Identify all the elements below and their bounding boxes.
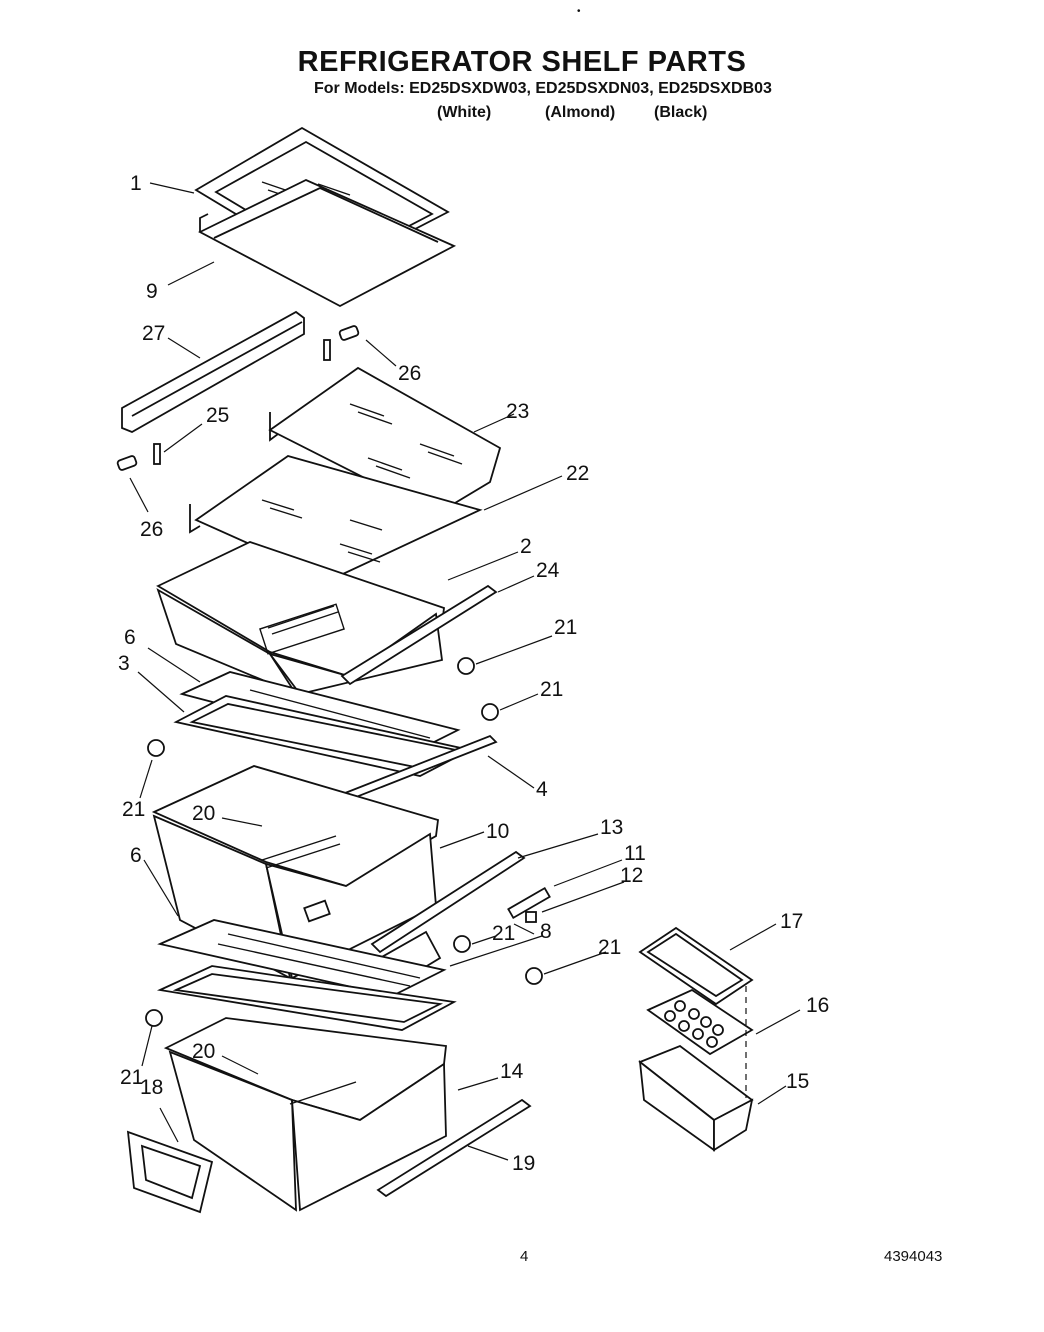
document-number: 4394043: [884, 1248, 943, 1265]
part-13-drawer-rail: [370, 850, 526, 954]
callout-21: 21: [120, 1066, 143, 1089]
part-21-screw-f: [145, 1009, 163, 1027]
callout-21: 21: [492, 922, 515, 945]
callout-3: 3: [118, 652, 130, 675]
callout-6: 6: [130, 844, 142, 867]
part-18-drawer-badge: [126, 1130, 214, 1214]
stray-mark: •: [577, 6, 581, 17]
callout-2: 2: [520, 535, 532, 558]
leader-lines: [129, 182, 801, 1161]
part-25-clip-upper: [323, 339, 331, 361]
callout-8: 8: [540, 920, 552, 943]
lower-crisper-frame: [156, 965, 457, 1031]
part-27-trim-strip: [121, 310, 305, 433]
callout-21: 21: [122, 798, 145, 821]
part-15-egg-bin: [638, 986, 754, 1152]
callout-16: 16: [806, 994, 829, 1017]
callout-11: 11: [624, 842, 646, 865]
part-21-screw-a: [457, 657, 475, 675]
part-24-drawer-rail: [340, 584, 498, 686]
part-26-screw-bottom: [116, 455, 138, 471]
color-label-almond: (Almond): [545, 104, 616, 121]
callout-21: 21: [554, 616, 577, 639]
callout-15: 15: [786, 1070, 809, 1093]
callout-6: 6: [124, 626, 136, 649]
page-number: 4: [520, 1248, 529, 1265]
callout-10: 10: [486, 820, 509, 843]
callout-27: 27: [142, 322, 165, 345]
callout-1: 1: [130, 172, 142, 195]
callout-19: 19: [512, 1152, 535, 1175]
part-25-clip-lower: [153, 443, 161, 465]
models-line: For Models: ED25DSXDW03, ED25DSXDN03, ED…: [314, 80, 772, 97]
page-title: REFRIGERATOR SHELF PARTS: [297, 46, 747, 78]
part-21-screw-b: [481, 703, 499, 721]
callout-24: 24: [536, 559, 560, 582]
callout-18: 18: [140, 1076, 163, 1099]
part-19-drawer-rail: [376, 1098, 532, 1198]
callout-20: 20: [192, 1040, 215, 1063]
part-2-crisper-drawer: [156, 541, 445, 696]
part-14-lower-drawer: [163, 1017, 447, 1212]
callout-25: 25: [206, 404, 229, 427]
part-9-shelf-frame: [198, 179, 457, 308]
part-17-egg-bin-lid: [638, 926, 754, 1006]
part-6-crisper-cover-lower: [157, 919, 447, 997]
part-16-egg-tray: [646, 988, 754, 1056]
part-11-slide: [507, 886, 551, 920]
part-21-screw-e: [525, 967, 543, 985]
color-label-white: (White): [437, 104, 492, 121]
callout-17: 17: [780, 910, 803, 933]
part-12-clip: [525, 911, 537, 923]
callout-14: 14: [500, 1060, 524, 1083]
callout-labels: 1 9 27 26 25 23 26 22 2 24 6 21 3 21 4 2…: [118, 172, 829, 1175]
callout-9: 9: [146, 280, 158, 303]
callout-22: 22: [566, 462, 589, 485]
part-21-screw-c: [147, 739, 165, 757]
callout-23: 23: [506, 400, 529, 423]
callout-4: 4: [536, 778, 548, 801]
callout-21: 21: [598, 936, 621, 959]
callout-26: 26: [398, 362, 421, 385]
callout-20: 20: [192, 802, 215, 825]
color-label-black: (Black): [654, 104, 708, 121]
callout-26: 26: [140, 518, 163, 541]
part-26-screw-top: [338, 325, 360, 341]
callout-13: 13: [600, 816, 623, 839]
callout-12: 12: [620, 864, 643, 887]
part-21-screw-d: [453, 935, 471, 953]
callout-21: 21: [540, 678, 563, 701]
